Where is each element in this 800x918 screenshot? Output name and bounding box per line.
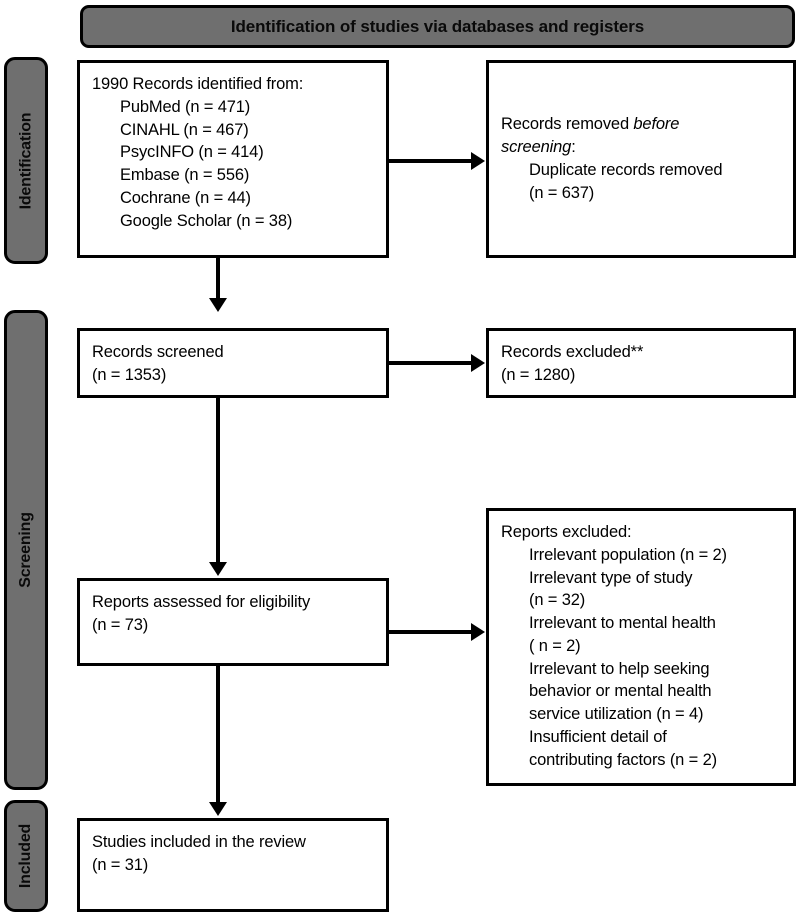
- reports-excluded-text: Reports excluded: Irrelevant population (…: [501, 521, 781, 771]
- text-line: Irrelevant population (n = 2): [529, 545, 727, 564]
- connector-screened-to-assessed: [216, 398, 220, 566]
- text-line: Records removed before: [501, 115, 680, 134]
- connector-assessed-to-reports-excluded: [389, 630, 473, 634]
- text-line: Records excluded**: [501, 343, 644, 361]
- text-line: service utilization (n = 4): [529, 705, 704, 724]
- text-line: (n = 1280): [501, 365, 576, 384]
- text-line: contributing factors (n = 2): [529, 750, 717, 769]
- text-line: Studies included in the review: [92, 833, 306, 851]
- stage-bar-included: Included: [4, 800, 48, 912]
- reports-excluded-box: Reports excluded: Irrelevant population (…: [486, 508, 796, 786]
- studies-included-text: Studies included in the review (n = 31): [92, 831, 374, 877]
- text-line: Embase (n = 556): [120, 166, 250, 185]
- connector-identified-to-removed: [389, 159, 473, 163]
- arrow-right-icon: [471, 354, 485, 372]
- stage-bar-screening: Screening: [4, 310, 48, 790]
- studies-included-box: Studies included in the review (n = 31): [77, 818, 389, 912]
- text-line: (n = 73): [92, 615, 149, 634]
- text-line: Duplicate records removed: [529, 161, 723, 179]
- text-line: (n = 637): [529, 183, 595, 202]
- records-removed-box: Records removed before screening: Duplicat…: [486, 60, 796, 258]
- records-identified-box: 1990 Records identified from: PubMed (n =…: [77, 60, 389, 258]
- text-line: Irrelevant to mental health: [529, 614, 716, 633]
- connector-identified-to-screened: [216, 258, 220, 302]
- text-line: PsycINFO (n = 414): [120, 143, 264, 162]
- stage-label-included: Included: [17, 823, 34, 889]
- text-line: Reports assessed for eligibility: [92, 593, 311, 611]
- text-line: Reports excluded:: [501, 523, 632, 541]
- text-line: behavior or mental health: [529, 682, 712, 701]
- arrow-right-icon: [471, 152, 485, 170]
- text-line: ( n = 2): [529, 636, 581, 655]
- text-line: 1990 Records identified from:: [92, 75, 304, 93]
- records-identified-text: 1990 Records identified from: PubMed (n =…: [92, 73, 374, 232]
- text-line: Google Scholar (n = 38): [120, 211, 293, 230]
- diagram-header-banner: Identification of studies via databases …: [80, 5, 795, 48]
- text-line: PubMed (n = 471): [120, 97, 251, 116]
- records-excluded-box: Records excluded** (n = 1280): [486, 328, 796, 398]
- text-line: (n = 31): [92, 855, 149, 874]
- connector-assessed-to-included: [216, 666, 220, 806]
- text-line: Irrelevant type of study: [529, 568, 693, 587]
- reports-assessed-text: Reports assessed for eligibility (n = 73): [92, 591, 374, 637]
- text-line: Cochrane (n = 44): [120, 188, 251, 207]
- text-line: (n = 32): [529, 591, 586, 610]
- text-line: (n = 1353): [92, 365, 167, 384]
- records-screened-text: Records screened (n = 1353): [92, 341, 374, 387]
- stage-label-identification: Identification: [17, 112, 35, 209]
- connector-screened-to-excluded: [389, 361, 473, 365]
- records-excluded-text: Records excluded** (n = 1280): [501, 341, 781, 387]
- text-line: Irrelevant to help seeking: [529, 659, 710, 678]
- records-screened-box: Records screened (n = 1353): [77, 328, 389, 398]
- arrow-down-icon: [209, 802, 227, 816]
- text-line: CINAHL (n = 467): [120, 120, 249, 139]
- stage-bar-identification: Identification: [4, 57, 48, 264]
- arrow-right-icon: [471, 623, 485, 641]
- stage-label-screening: Screening: [17, 512, 34, 588]
- text-line: Records screened: [92, 343, 224, 361]
- text-line: Insufficient detail of: [529, 727, 667, 746]
- diagram-title: Identification of studies via databases …: [230, 16, 645, 36]
- records-removed-text: Records removed before screening: Duplicat…: [501, 113, 781, 204]
- text-line: screening:: [501, 138, 576, 157]
- arrow-down-icon: [209, 562, 227, 576]
- arrow-down-icon: [209, 298, 227, 312]
- reports-assessed-box: Reports assessed for eligibility (n = 73): [77, 578, 389, 666]
